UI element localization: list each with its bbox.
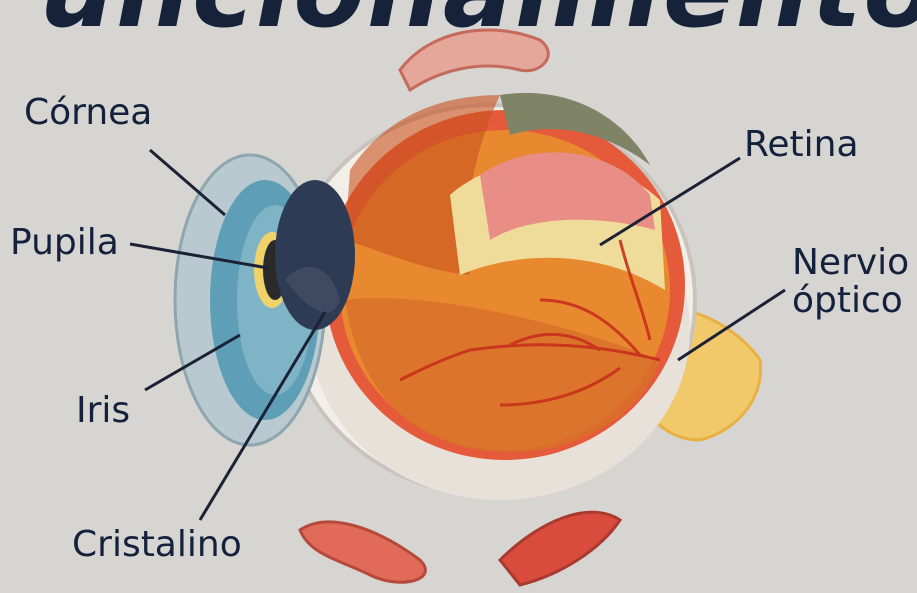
- label-nervio-optico: Nervio óptico: [792, 244, 909, 320]
- upper-muscle: [400, 30, 548, 90]
- label-nervio-line1: Nervio: [792, 244, 909, 282]
- label-nervio-line2: óptico: [792, 282, 909, 320]
- label-cristalino: Cristalino: [72, 526, 242, 564]
- label-pupila: Pupila: [10, 224, 119, 262]
- label-cornea: Córnea: [24, 94, 152, 132]
- lower-muscle: [300, 522, 425, 582]
- lower-muscle-right: [500, 512, 620, 585]
- label-iris: Iris: [76, 392, 130, 430]
- label-retina: Retina: [744, 126, 859, 164]
